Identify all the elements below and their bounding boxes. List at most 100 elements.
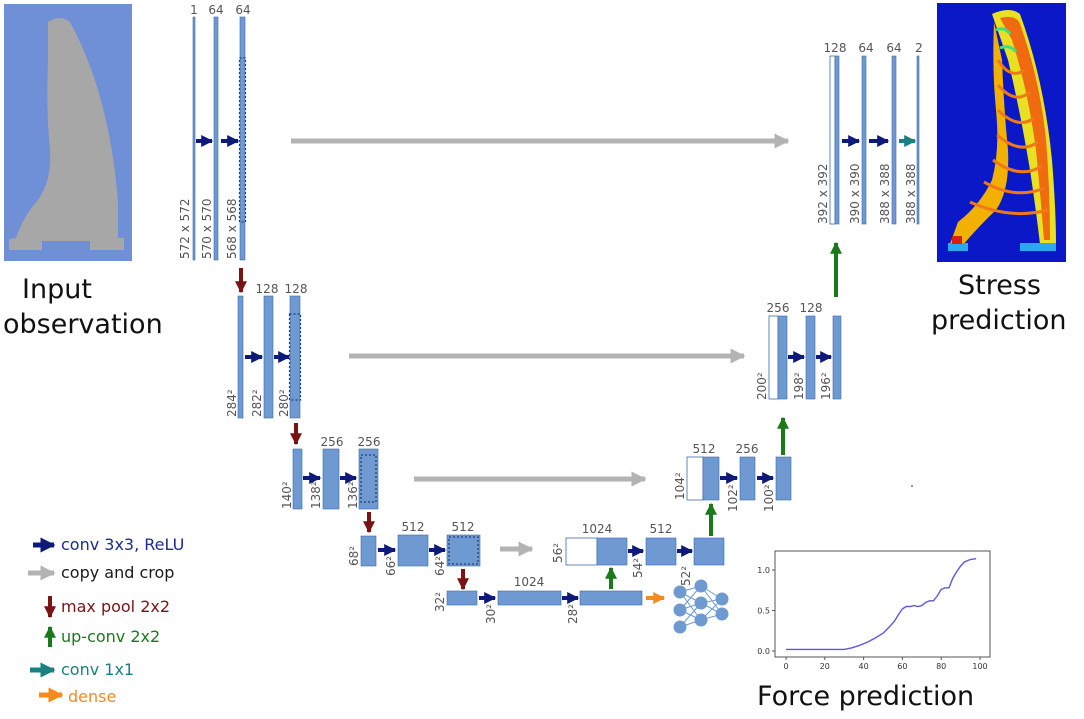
feature-map [213, 16, 219, 261]
channel-label: 256 [767, 301, 790, 315]
size-label: 388 x 388 [878, 163, 892, 224]
x-tick-label: 60 [897, 662, 907, 671]
feature-map [805, 315, 816, 400]
channel-label: 128 [800, 301, 823, 315]
decoder-level-2: 256 128 200² 198² 196² [755, 301, 842, 400]
size-label: 140² [280, 481, 294, 509]
y-tick-label: 1.0 [757, 566, 770, 575]
feature-map [446, 534, 481, 567]
feature-map [237, 295, 244, 419]
stray-dot [911, 485, 913, 487]
feature-map [263, 295, 274, 419]
size-label: 64² [433, 556, 447, 576]
size-label: 56² [551, 543, 565, 563]
input-title-line-2: observation [3, 309, 163, 340]
feature-map [358, 448, 379, 510]
size-label: 28² [566, 604, 580, 624]
feature-map [446, 590, 478, 606]
feature-map [861, 55, 867, 225]
y-tick-label: 0.0 [757, 647, 770, 656]
feature-map [322, 448, 340, 510]
feature-map [360, 535, 377, 567]
force-series-line [786, 558, 977, 651]
crop-region [360, 454, 377, 503]
y-tick-label: 0.5 [757, 607, 770, 616]
feature-map [916, 55, 920, 225]
feature-map [832, 315, 842, 400]
feature-map [596, 537, 628, 566]
size-label: 568 x 568 [225, 198, 239, 259]
channel-label: 512 [452, 520, 475, 534]
size-label: 54² [631, 558, 645, 578]
x-tick-label: 80 [936, 662, 946, 671]
size-label: 572 x 572 [178, 198, 192, 259]
channel-label: 1024 [582, 522, 613, 536]
stress-title-line-2: prediction [931, 305, 1067, 336]
channel-label: 128 [256, 282, 279, 296]
size-label: 200² [755, 372, 769, 400]
crop-region [238, 57, 247, 223]
cropped-copy [565, 537, 598, 566]
legend-label-maxpool: max pool 2x2 [61, 597, 171, 616]
chart-frame [774, 550, 991, 658]
size-label: 136² [346, 481, 360, 509]
decoder-level-4: 1024 512 56² 54² 52² [551, 522, 725, 586]
feature-map [702, 456, 720, 501]
input-title-line-1: Input [22, 274, 92, 305]
channel-label: 1024 [514, 575, 545, 589]
feature-map [891, 55, 897, 225]
decoder-level-3: 512 256 104² 102² 100² [673, 442, 792, 512]
stress-title-line-1: Stress [958, 270, 1041, 301]
channel-label: 512 [650, 522, 673, 536]
size-label: 392 x 392 [816, 163, 830, 224]
encoder-level-2: 128 128 284² 282² 280² [225, 282, 307, 419]
size-label: 138² [309, 481, 323, 509]
size-label: 280² [277, 389, 291, 417]
channel-label: 64 [208, 3, 223, 17]
force-title: Force prediction [757, 681, 975, 712]
size-label: 68² [347, 546, 361, 566]
feature-map [739, 456, 756, 501]
encoder-level-4: 512 512 68² 66² 64² [347, 520, 481, 576]
channel-label: 512 [693, 442, 716, 456]
x-tick-label: 0 [783, 662, 788, 671]
stress-prediction-image [937, 3, 1066, 262]
size-label: 100² [762, 484, 776, 512]
cropped-copy [686, 456, 704, 501]
channel-label: 64 [235, 3, 250, 17]
encoder-level-1: 1 64 64 572 x 572 570 x 570 568 x 568 [178, 3, 251, 261]
size-label: 66² [384, 556, 398, 576]
dense-network-icon [673, 579, 729, 634]
bottleneck: 1024 32² 30² 28² [433, 575, 643, 624]
decoder-level-1: 128 64 64 2 392 x 392 390 x 390 388 x 38… [816, 41, 923, 225]
x-tick-label: 100 [972, 662, 987, 671]
channel-label: 128 [824, 41, 847, 55]
cropped-copy [829, 55, 836, 225]
encoder-level-3: 256 256 140² 138² 136² [280, 435, 380, 510]
channel-label: 64 [886, 41, 901, 55]
feature-map [775, 456, 792, 501]
crop-region [288, 313, 302, 401]
feature-map [834, 55, 840, 225]
x-tick-label: 40 [859, 662, 869, 671]
channel-label: 2 [915, 41, 923, 55]
feature-map [497, 590, 562, 606]
feature-map [645, 537, 677, 566]
size-label: 388 x 388 [904, 163, 918, 224]
channel-label: 512 [402, 520, 425, 534]
size-label: 32² [433, 592, 447, 612]
channel-label: 64 [858, 41, 873, 55]
size-label: 196² [819, 372, 833, 400]
feature-map [239, 16, 246, 261]
input-observation-image [4, 4, 132, 261]
size-label: 282² [250, 389, 264, 417]
channel-label: 1 [190, 3, 198, 17]
size-label: 52² [679, 566, 693, 586]
legend-arrows [28, 537, 64, 703]
feature-map [777, 315, 788, 400]
legend-label-upconv: up-conv 2x2 [61, 627, 161, 646]
x-tick-label: 20 [820, 662, 830, 671]
size-label: 104² [673, 472, 687, 500]
feature-map [579, 590, 643, 606]
